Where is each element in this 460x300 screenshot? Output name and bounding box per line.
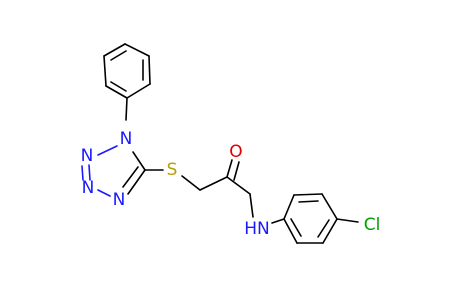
atom-sulfur: S — [167, 160, 178, 180]
thioether-linker — [144, 169, 228, 191]
bond — [271, 218, 285, 224]
bond — [103, 55, 107, 87]
atom-oxygen: O — [229, 142, 242, 162]
bond — [293, 193, 323, 196]
bond — [226, 176, 251, 195]
atom-nh: HN — [244, 219, 270, 239]
bond — [321, 193, 338, 220]
bond — [283, 194, 295, 220]
bond — [283, 218, 298, 244]
bond — [290, 218, 302, 237]
bond — [88, 164, 91, 181]
bond — [110, 50, 127, 61]
bond — [132, 151, 146, 171]
atom-n3: N — [82, 178, 95, 198]
bond — [97, 189, 111, 197]
bond — [226, 159, 233, 178]
bond — [148, 55, 151, 85]
bond — [110, 81, 127, 92]
tetrazole-ring — [81, 145, 146, 197]
atom-chlorine: Cl — [364, 215, 381, 235]
atom-n1: N — [120, 129, 133, 149]
atom-n4: N — [113, 190, 126, 210]
chlorophenyl-ring — [283, 193, 359, 244]
bond — [199, 176, 228, 191]
bond — [126, 83, 151, 99]
bond — [105, 85, 128, 99]
bond — [336, 218, 359, 223]
bond — [317, 219, 330, 238]
atom-n2: N — [81, 146, 94, 166]
bond — [322, 218, 338, 244]
bond — [181, 175, 201, 191]
bond — [124, 43, 150, 57]
bond — [97, 145, 118, 156]
bond — [233, 161, 240, 181]
bond — [127, 169, 146, 195]
bond — [298, 200, 319, 203]
bond — [249, 193, 254, 218]
phenyl-ring — [103, 43, 151, 121]
amide-group — [226, 159, 285, 224]
bond — [81, 165, 84, 181]
bond — [122, 166, 139, 188]
bond — [103, 43, 126, 57]
bond — [125, 97, 128, 121]
